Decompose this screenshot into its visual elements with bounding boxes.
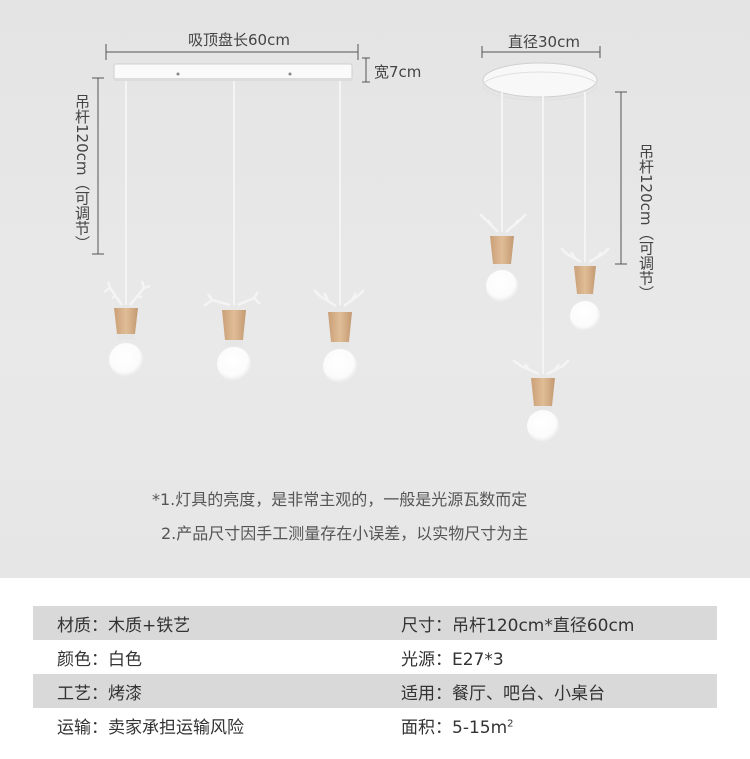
spec-row: 工艺：烤漆 适用：餐厅、吧台、小桌台 [33, 674, 717, 708]
plate-length-label: 吸顶盘长60cm [188, 31, 290, 49]
spec-shipping: 运输：卖家承担运输风险 [57, 717, 244, 738]
diameter-label: 直径30cm [508, 33, 580, 51]
rod-length-right-label: 吊杆120cm（可调节） [637, 144, 655, 301]
spec-material: 材质：木质+铁艺 [57, 615, 191, 636]
spec-row: 材质：木质+铁艺 尺寸：吊杆120cm*直径60cm [33, 606, 717, 640]
note-measurement: 2.产品尺寸因手工测量存在小误差，以实物尺寸为主 [161, 524, 529, 543]
rod-length-left-label: 吊杆120cm（可调节） [73, 94, 91, 251]
spec-area: 面积：5-15m2 [375, 713, 717, 738]
spec-size: 尺寸：吊杆120cm*直径60cm [401, 615, 635, 636]
spec-table: 材质：木质+铁艺 尺寸：吊杆120cm*直径60cm 颜色：白色 光源：E27*… [33, 606, 717, 742]
spec-usage: 适用：餐厅、吧台、小桌台 [401, 683, 605, 704]
plate-width-label: 宽7cm [374, 63, 422, 81]
spec-row: 运输：卖家承担运输风险 面积：5-15m2 [33, 708, 717, 742]
spec-light-source: 光源：E27*3 [401, 649, 504, 670]
spec-area-text: 面积：5-15m [401, 717, 508, 738]
spec-color: 颜色：白色 [57, 649, 142, 670]
note-brightness: *1.灯具的亮度，是非常主观的，一般是光源瓦数而定 [152, 490, 528, 509]
spec-craft: 工艺：烤漆 [57, 683, 142, 704]
spec-area-sup: 2 [507, 717, 514, 729]
spec-row: 颜色：白色 光源：E27*3 [33, 640, 717, 674]
lamp-illustration [92, 44, 627, 442]
